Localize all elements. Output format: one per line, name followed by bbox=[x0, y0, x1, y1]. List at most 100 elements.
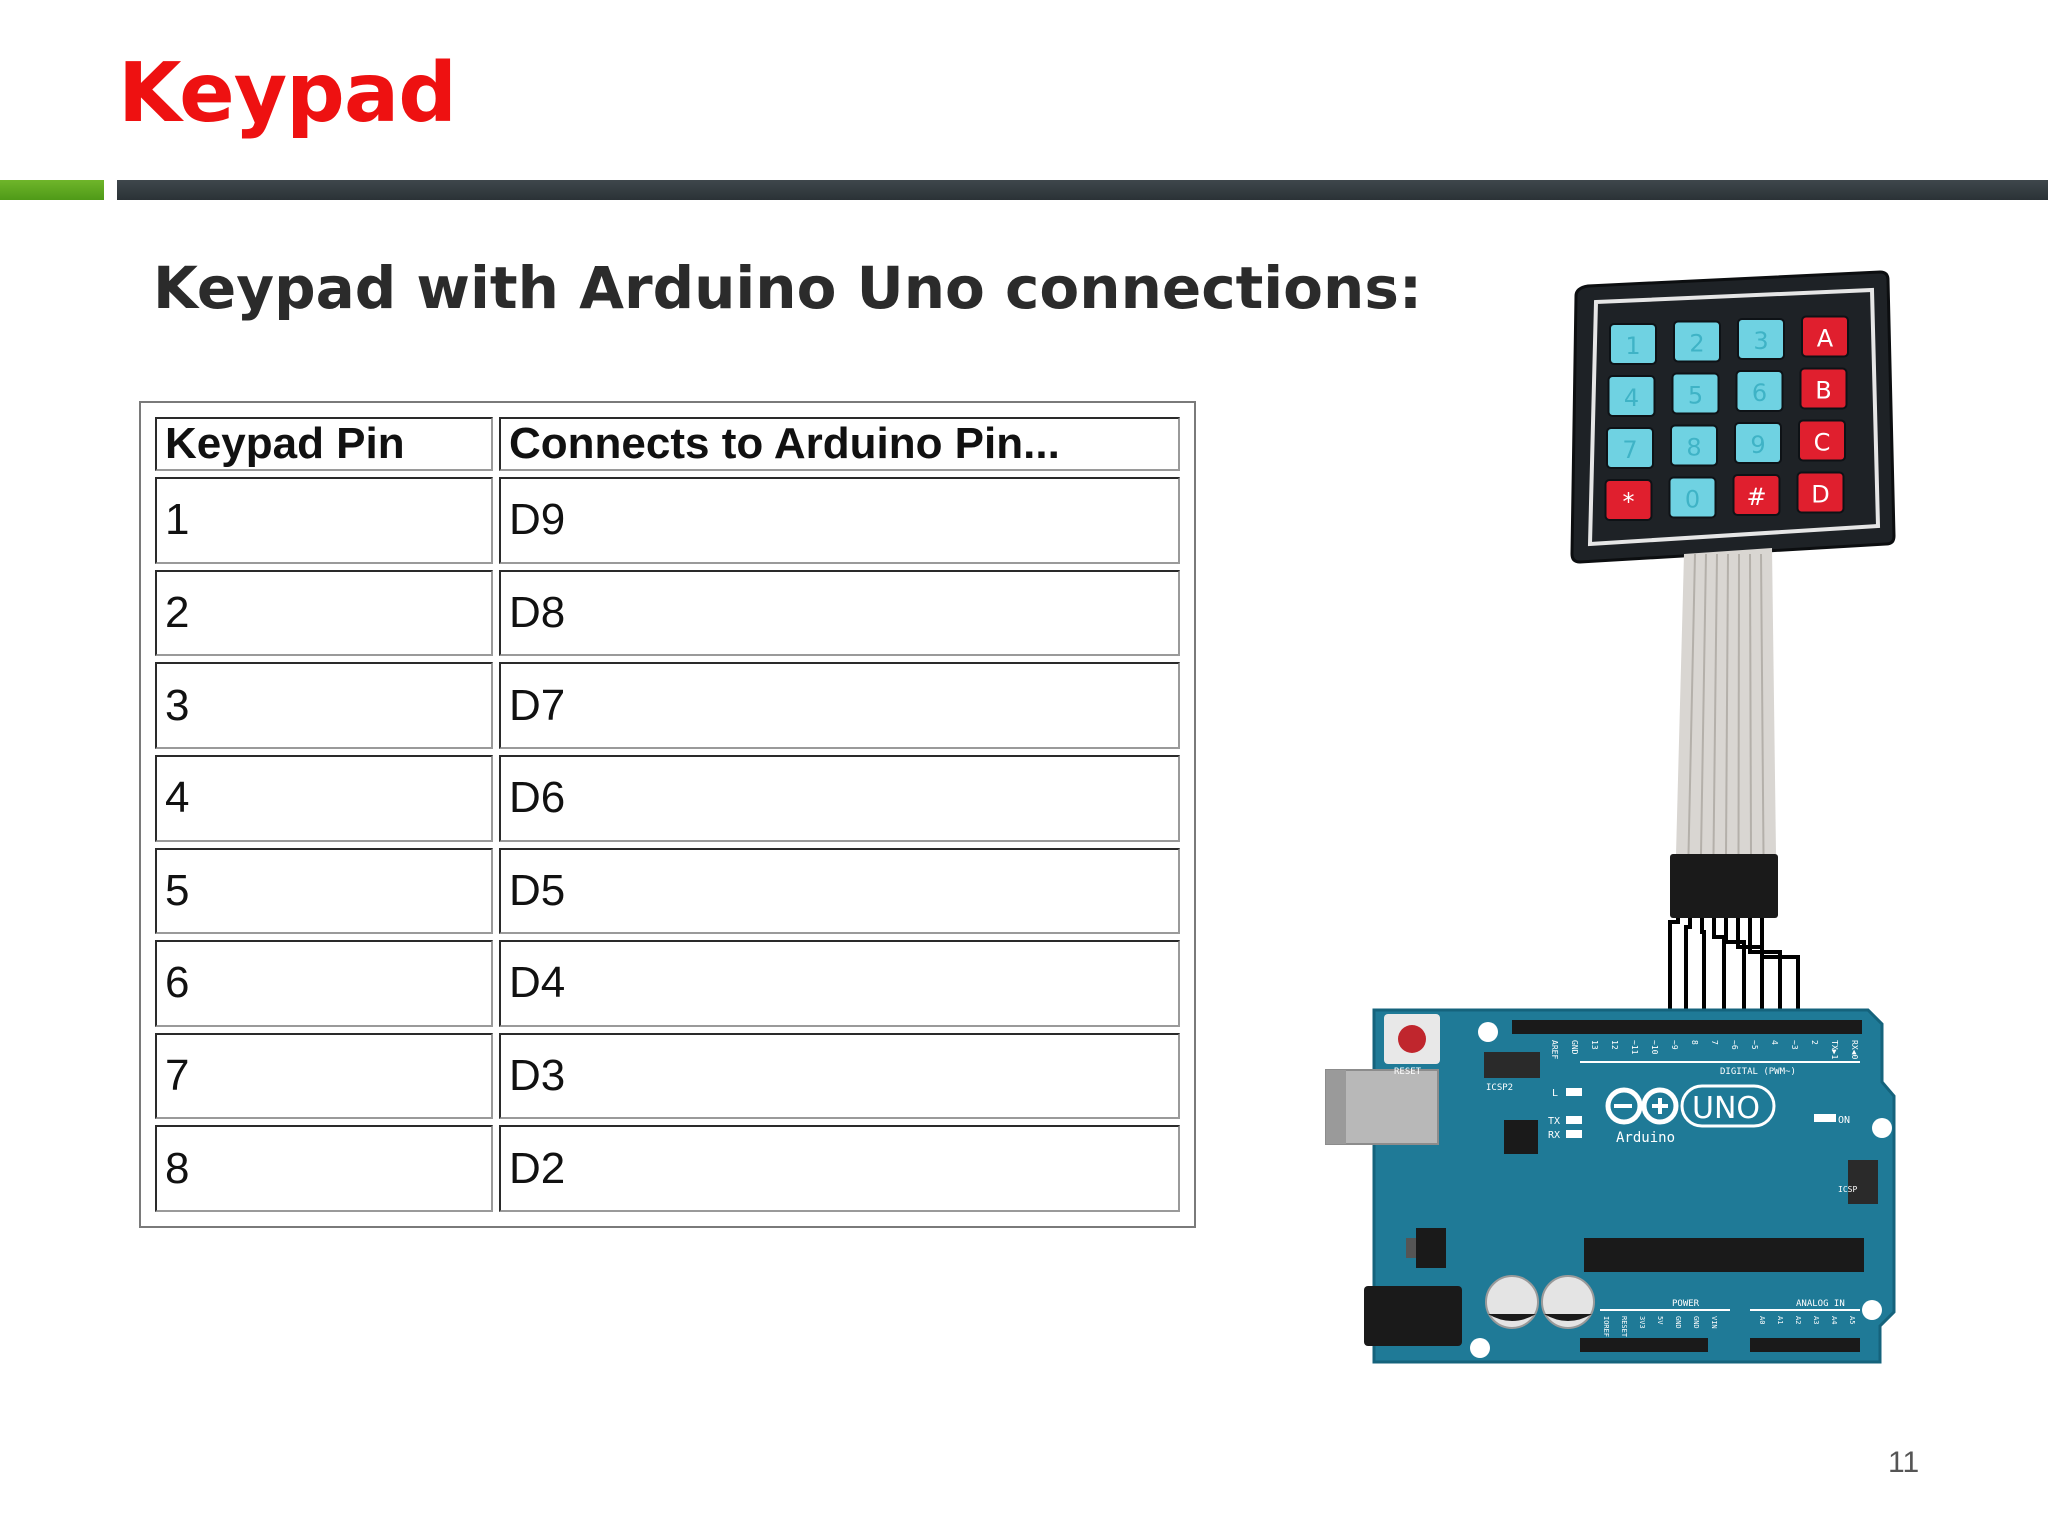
keypad-pin-cell: 4 bbox=[155, 754, 493, 842]
reset-button-cap bbox=[1398, 1025, 1426, 1053]
keypad-key: * bbox=[1604, 479, 1653, 521]
table-row: 2 D8 bbox=[155, 569, 1180, 657]
arduino-logo: UNO Arduino bbox=[1605, 1084, 1776, 1146]
ribbon-cable bbox=[1668, 548, 1800, 1022]
keypad-key: 1 bbox=[1609, 323, 1657, 365]
jumper-wire bbox=[1724, 918, 1746, 1022]
arduino-pin-cell: D7 bbox=[499, 662, 1180, 749]
table-row: 1 D9 bbox=[155, 477, 1180, 564]
jumper-wire bbox=[1748, 918, 1782, 1022]
svg-text:VIN: VIN bbox=[1710, 1316, 1718, 1329]
svg-text:ANALOG IN: ANALOG IN bbox=[1796, 1299, 1845, 1309]
svg-text:1: 1 bbox=[1625, 332, 1640, 360]
svg-text:ICSP2: ICSP2 bbox=[1486, 1083, 1513, 1093]
svg-text:7: 7 bbox=[1622, 436, 1637, 464]
svg-text:13: 13 bbox=[1590, 1040, 1599, 1050]
svg-text:~10: ~10 bbox=[1650, 1040, 1659, 1055]
jumper-wire bbox=[1684, 918, 1692, 1022]
table-row: 7 D3 bbox=[155, 1032, 1180, 1120]
keypad-border bbox=[1587, 287, 1881, 547]
svg-text:GND: GND bbox=[1570, 1040, 1579, 1055]
keypad-key: B bbox=[1799, 367, 1848, 410]
digital-label: DIGITAL (PWM~) bbox=[1720, 1067, 1796, 1077]
svg-text:12: 12 bbox=[1610, 1040, 1619, 1050]
svg-text:8: 8 bbox=[1690, 1040, 1699, 1045]
keypad-key: 6 bbox=[1735, 370, 1784, 412]
arduino-pin-cell: D5 bbox=[499, 847, 1180, 935]
arduino-brand-text: Arduino bbox=[1616, 1130, 1675, 1146]
svg-text:3V3: 3V3 bbox=[1638, 1316, 1646, 1329]
slide-title: Keypad bbox=[118, 46, 457, 141]
keypad-key: 3 bbox=[1737, 318, 1785, 360]
digital-header bbox=[1512, 1020, 1862, 1034]
svg-text:L: L bbox=[1552, 1088, 1558, 1099]
keypad-key: 5 bbox=[1671, 372, 1720, 415]
svg-text:2: 2 bbox=[1810, 1040, 1819, 1045]
page-number: 11 bbox=[1888, 1446, 1920, 1479]
arduino-pin-cell: D6 bbox=[499, 754, 1180, 842]
keypad-key: # bbox=[1732, 474, 1781, 516]
svg-text:~11: ~11 bbox=[1630, 1040, 1639, 1055]
svg-text:*: * bbox=[1623, 488, 1635, 516]
ribbon-connector bbox=[1670, 854, 1778, 918]
svg-text:~9: ~9 bbox=[1670, 1040, 1679, 1050]
svg-text:3: 3 bbox=[1753, 327, 1768, 355]
pin-connection-table: Keypad Pin Connects to Arduino Pin... 1 … bbox=[149, 411, 1186, 1218]
svg-text:D: D bbox=[1811, 481, 1829, 509]
svg-text:GND: GND bbox=[1692, 1316, 1700, 1329]
table-header-row: Keypad Pin Connects to Arduino Pin... bbox=[155, 417, 1180, 471]
svg-text:#: # bbox=[1746, 483, 1766, 511]
arduino-pin-cell: D3 bbox=[499, 1032, 1180, 1120]
svg-text:B: B bbox=[1815, 377, 1831, 405]
arduino-pin-cell: D2 bbox=[499, 1125, 1180, 1212]
keypad-pin-cell: 8 bbox=[155, 1125, 493, 1212]
jumper-wires bbox=[1668, 918, 1800, 1022]
reset-label: RESET bbox=[1394, 1067, 1422, 1077]
svg-text:A4: A4 bbox=[1830, 1316, 1838, 1324]
svg-text:4: 4 bbox=[1770, 1040, 1779, 1045]
keypad-key: 4 bbox=[1607, 375, 1656, 417]
svg-text:IOREF: IOREF bbox=[1602, 1316, 1610, 1337]
svg-text:A1: A1 bbox=[1776, 1316, 1784, 1324]
svg-text:AREF: AREF bbox=[1550, 1040, 1559, 1059]
table-row: 6 D4 bbox=[155, 940, 1180, 1027]
jumper-wire bbox=[1712, 918, 1726, 1022]
svg-text:9: 9 bbox=[1750, 431, 1765, 459]
keypad-pin-cell: 2 bbox=[155, 569, 493, 657]
keypad-key: 7 bbox=[1606, 427, 1654, 469]
atmega-chip bbox=[1584, 1238, 1864, 1272]
svg-text:A3: A3 bbox=[1812, 1316, 1820, 1324]
svg-text:ICSP: ICSP bbox=[1838, 1185, 1857, 1194]
svg-text:RX◀0: RX◀0 bbox=[1850, 1040, 1859, 1059]
icsp-header bbox=[1848, 1160, 1878, 1204]
keypad-key: A bbox=[1801, 315, 1849, 358]
jumper-wire bbox=[1760, 918, 1800, 1022]
keypad-key: C bbox=[1798, 419, 1846, 462]
svg-text:ON: ON bbox=[1838, 1115, 1850, 1126]
icsp2-header: ICSP2 bbox=[1484, 1052, 1540, 1093]
svg-text:6: 6 bbox=[1752, 379, 1767, 407]
table-row: 5 D5 bbox=[155, 847, 1180, 935]
arduino-pin-cell: D8 bbox=[499, 569, 1180, 657]
keypad-pin-cell: 6 bbox=[155, 940, 493, 1027]
keypad-key: 9 bbox=[1734, 422, 1782, 464]
header-arduino-pin: Connects to Arduino Pin... bbox=[499, 417, 1180, 471]
pin-table-frame: Keypad Pin Connects to Arduino Pin... 1 … bbox=[139, 401, 1196, 1228]
svg-text:TX: TX bbox=[1548, 1116, 1560, 1127]
svg-text:~5: ~5 bbox=[1750, 1040, 1759, 1050]
keypad-pin-cell: 5 bbox=[155, 847, 493, 935]
svg-text:RESET: RESET bbox=[1620, 1316, 1628, 1338]
infinity-icon bbox=[1605, 1087, 1643, 1125]
svg-text:A5: A5 bbox=[1848, 1316, 1856, 1324]
svg-text:2: 2 bbox=[1689, 330, 1704, 358]
board-pcb bbox=[1372, 1008, 1896, 1364]
svg-text:5V: 5V bbox=[1656, 1316, 1664, 1325]
